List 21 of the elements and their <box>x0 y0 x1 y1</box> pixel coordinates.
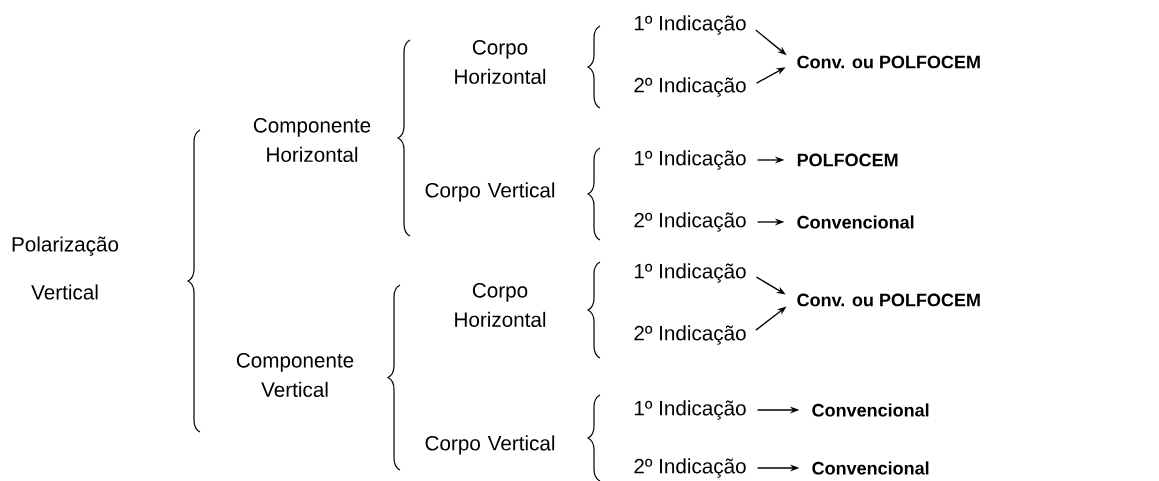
branch-label: Corpo Vertical <box>425 182 555 202</box>
indication-label: 1º Indicação <box>634 15 746 35</box>
branch-label: Corpo Vertical <box>425 435 555 455</box>
root-label: Polarização Vertical <box>12 236 119 300</box>
indication-label: 2º Indicação <box>634 212 746 232</box>
branch-label: Componente Vertical <box>236 353 354 397</box>
result-label: Convencional <box>812 461 929 475</box>
result-label: Conv. ou POLFOCEM <box>797 293 980 307</box>
indication-label: 1º Indicação <box>634 263 746 283</box>
indication-label: 2º Indicação <box>634 325 746 345</box>
branch-label: Corpo Horizontal <box>455 283 546 327</box>
branch-label: Componente Horizontal <box>253 118 371 162</box>
result-label: Convencional <box>812 403 929 417</box>
indication-label: 1º Indicação <box>634 400 746 420</box>
branch-label: Corpo Horizontal <box>455 40 546 84</box>
result-label: Conv. ou POLFOCEM <box>797 55 980 69</box>
result-label: Convencional <box>797 215 914 229</box>
indication-label: 2º Indicação <box>634 77 746 97</box>
indication-label: 2º Indicação <box>634 458 746 478</box>
indication-label: 1º Indicação <box>634 150 746 170</box>
result-label: POLFOCEM <box>797 153 898 167</box>
